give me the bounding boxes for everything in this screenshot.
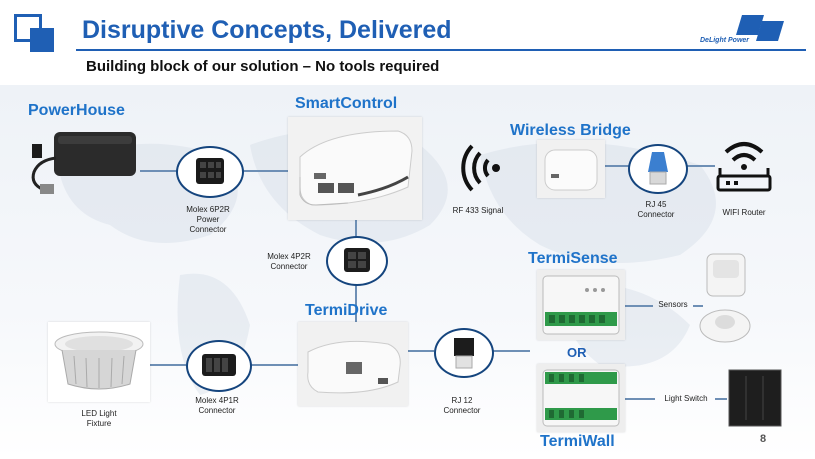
light-switch-panel-image <box>728 369 782 427</box>
line-bridge-to-rj45 <box>605 165 629 167</box>
molex-6p2r-connector-image <box>176 146 244 198</box>
or-label: OR <box>567 345 587 360</box>
termidrive-label: TermiDrive <box>305 302 388 319</box>
page-title: Disruptive Concepts, Delivered <box>82 16 452 44</box>
light-switch-label: Light Switch <box>664 394 708 403</box>
wifi-router-label: WIFI Router <box>722 208 766 217</box>
line-sensors-to-devices <box>693 305 703 307</box>
rj12-label: RJ 12 Connector <box>443 396 481 415</box>
line-6p2r-to-smartcontrol <box>242 170 288 172</box>
brand-name: DeLight Power <box>700 37 750 44</box>
rf-signal-label: RF 433 Signal <box>452 206 504 215</box>
line-rj12-to-modules <box>492 350 530 352</box>
line-smartcontrol-to-4p2r <box>355 220 357 240</box>
line-4p1r-to-termidrive <box>250 364 300 366</box>
line-4p2r-to-termidrive <box>355 282 357 322</box>
brand-logo <box>736 15 784 41</box>
ceiling-sensor-image <box>699 309 751 343</box>
termiwall-label: TermiWall <box>540 433 615 450</box>
line-switch-to-panel <box>715 398 727 400</box>
wifi-router-icon <box>716 142 772 192</box>
rj12-connector-image <box>434 328 494 378</box>
line-rj45-to-router <box>685 165 715 167</box>
molex-4p1r-label: Molex 4P1R Connector <box>195 396 239 415</box>
wireless-bridge-image <box>537 140 605 198</box>
line-led-to-4p1r <box>150 364 186 366</box>
rj45-connector-image <box>628 144 688 194</box>
smartcontrol-label: SmartControl <box>295 95 398 112</box>
rj45-label: RJ 45 Connector <box>637 200 675 219</box>
page-number: 8 <box>760 433 767 445</box>
led-fixture-label: LED Light Fixture <box>81 409 117 428</box>
powerhouse-label: PowerHouse <box>28 102 125 119</box>
led-fixture-image <box>48 322 150 402</box>
line-termiwall-to-switch <box>625 398 655 400</box>
power-supply-image <box>31 132 136 194</box>
wireless-bridge-label: Wireless Bridge <box>510 122 631 139</box>
molex-4p1r-connector-image <box>186 340 252 392</box>
molex-4p2r-label: Molex 4P2R Connector <box>267 252 311 271</box>
smartcontrol-image <box>288 117 422 220</box>
termisense-image <box>537 270 625 340</box>
line-termisense-to-sensors <box>625 305 653 307</box>
line-power-to-6p2r <box>140 170 178 172</box>
termiwall-image <box>537 364 625 432</box>
logo-square-filled <box>30 28 54 52</box>
molex-6p2r-label: Molex 6P2R Power Connector <box>186 205 230 234</box>
termisense-label: TermiSense <box>528 250 618 267</box>
sensors-label: Sensors <box>658 300 688 309</box>
termidrive-image <box>298 322 408 406</box>
line-termidrive-to-rj12 <box>408 350 434 352</box>
rf-signal-icon <box>461 144 500 192</box>
page-subtitle: Building block of our solution – No tool… <box>86 58 440 75</box>
title-underline <box>76 49 806 51</box>
molex-4p2r-connector-image <box>326 236 388 286</box>
motion-sensor-image <box>706 253 746 297</box>
